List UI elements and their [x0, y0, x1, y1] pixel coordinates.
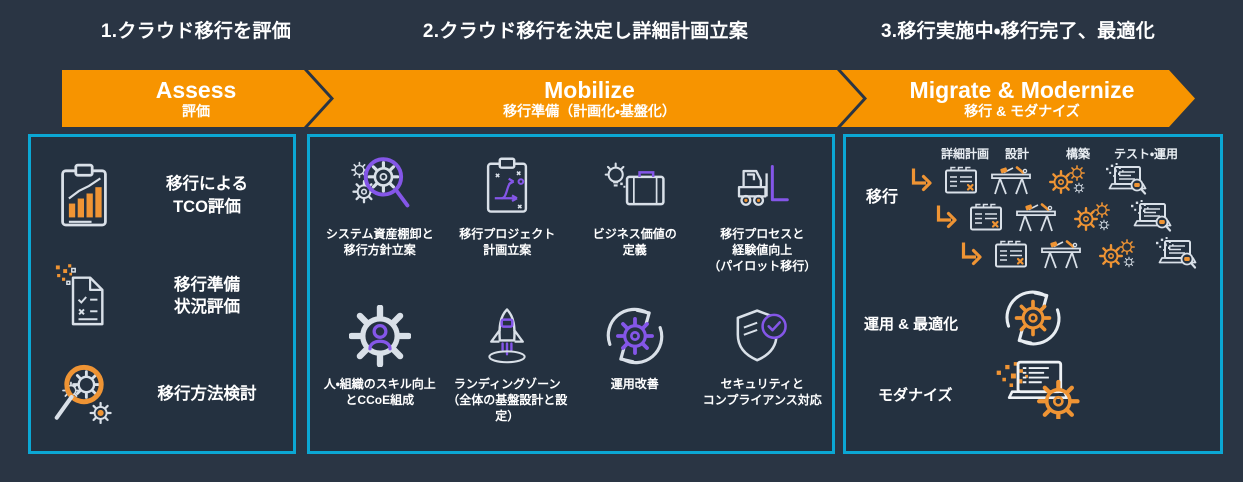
phase3-step-title: 3.移行実施中・移行完了、最適化: [880, 21, 1156, 42]
mobilize-panel: システム資産棚卸と 移行方針立案 移行プロジェクト 計画立案 ビジネス価値の 定…: [307, 134, 835, 454]
item-label: システム資産棚卸と 移行方針立案: [325, 227, 434, 257]
list-item: ビジネス価値の 定義: [571, 145, 699, 291]
list-item: 移行による TCO評価: [31, 162, 293, 230]
item-label: 運用改善: [610, 377, 659, 391]
assess-banner-title: Assess: [155, 76, 237, 103]
assess-banner-subtitle: 評価: [182, 102, 210, 119]
list-item: 人・組織のスキル向上 とCCoE組成: [316, 295, 444, 441]
gear-cycle-icon: [605, 299, 665, 373]
migration-wave-row: [960, 237, 1198, 271]
calendar-icon: [994, 239, 1028, 269]
phase2-step-title: 2.クラウド移行を決定し詳細計画立案: [422, 21, 749, 42]
elbow-arrow-icon: [960, 241, 988, 267]
list-item: 運用改善: [571, 295, 699, 441]
gear-person-icon: [349, 299, 411, 373]
item-label: セキュリティと コンプライアンス対応: [702, 377, 822, 407]
laptop-gear-pixels-icon: [994, 355, 1080, 424]
ops-optimize-label: 運用 & 最適化: [864, 316, 959, 333]
laptop-test-icon: [1156, 237, 1198, 271]
rocket-icon: [484, 299, 530, 373]
gears-icon: [1073, 201, 1111, 233]
document-checklist-icon: [31, 263, 137, 329]
item-label: ビジネス価値の 定義: [592, 227, 677, 257]
migrate-row-label: 移行: [866, 189, 899, 206]
modernize-label: モダナイズ: [878, 387, 953, 404]
column-header-design: 設計: [1004, 147, 1030, 161]
item-label: 移行プロセスと 経験値向上 （パイロット移行）: [708, 227, 817, 273]
workbench-tools-icon: [990, 164, 1032, 196]
column-header-detail-plan: 詳細計画: [940, 147, 990, 161]
item-label: 移行方法検討: [157, 385, 257, 404]
mobilize-banner-title: Mobilize: [544, 76, 635, 103]
calendar-icon: [944, 165, 978, 195]
assess-panel: 移行による TCO評価 移行準備 状況評価 移行方法検討: [28, 134, 296, 454]
migrate-modernize-banner-subtitle: 移行 & モダナイズ: [964, 102, 1080, 119]
migrate-modernize-panel: 詳細計画 設計 構築 テスト・運用 移行 運用 & 最適化: [843, 134, 1223, 454]
mobilize-banner-subtitle: 移行準備（計画化・基盤化）: [503, 102, 676, 119]
elbow-arrow-icon: [910, 167, 938, 193]
list-item: 移行方法検討: [31, 362, 293, 426]
laptop-test-icon: [1131, 200, 1173, 234]
item-label: 人・組織のスキル向上 とCCoE組成: [323, 377, 436, 407]
migrate-modernize-banner-title: Migrate & Modernize: [909, 76, 1135, 103]
gears-icon: [1098, 238, 1136, 270]
shield-check-icon: [734, 299, 790, 373]
phase1-step-title: 1.クラウド移行を評価: [100, 21, 292, 42]
item-label: 移行プロジェクト 計画立案: [459, 227, 556, 257]
bulb-briefcase-icon: [603, 149, 667, 223]
migration-wave-row: [935, 200, 1173, 234]
list-item: 移行プロセスと 経験値向上 （パイロット移行）: [699, 145, 827, 291]
item-label: 移行準備 状況評価: [174, 275, 240, 316]
clipboard-bar-chart-icon: [31, 162, 137, 230]
migrate-modernize-banner: Migrate & Modernize 移行 & モダナイズ: [841, 70, 1195, 127]
discovery-magnifier-gears-icon: [348, 149, 412, 223]
workbench-tools-icon: [1015, 201, 1057, 233]
assess-banner: Assess 評価: [62, 70, 330, 127]
gear-cycle-icon: [1004, 289, 1062, 352]
list-item: セキュリティと コンプライアンス対応: [699, 295, 827, 441]
list-item: システム資産棚卸と 移行方針立案: [316, 145, 444, 291]
mobilize-banner: Mobilize 移行準備（計画化・基盤化）: [308, 70, 863, 127]
list-item: ランディングゾーン （全体の基盤設計と設定）: [444, 295, 572, 441]
elbow-arrow-icon: [935, 204, 963, 230]
laptop-test-icon: [1106, 163, 1148, 197]
item-label: ランディングゾーン （全体の基盤設計と設定）: [447, 377, 568, 423]
calendar-icon: [969, 202, 1003, 232]
gears-icon: [1048, 164, 1086, 196]
workbench-tools-icon: [1040, 238, 1082, 270]
migration-wave-row: [910, 163, 1148, 197]
list-item: 移行プロジェクト 計画立案: [444, 145, 572, 291]
clipboard-route-icon: [480, 149, 534, 223]
column-header-build: 構築: [1065, 147, 1091, 161]
list-item: 移行準備 状況評価: [31, 263, 293, 329]
forklift-icon: [733, 149, 791, 223]
item-label: 移行による TCO評価: [165, 175, 248, 216]
column-header-test-ops: テスト・運用: [1113, 147, 1179, 161]
magnifier-gears-icon: [31, 362, 137, 426]
